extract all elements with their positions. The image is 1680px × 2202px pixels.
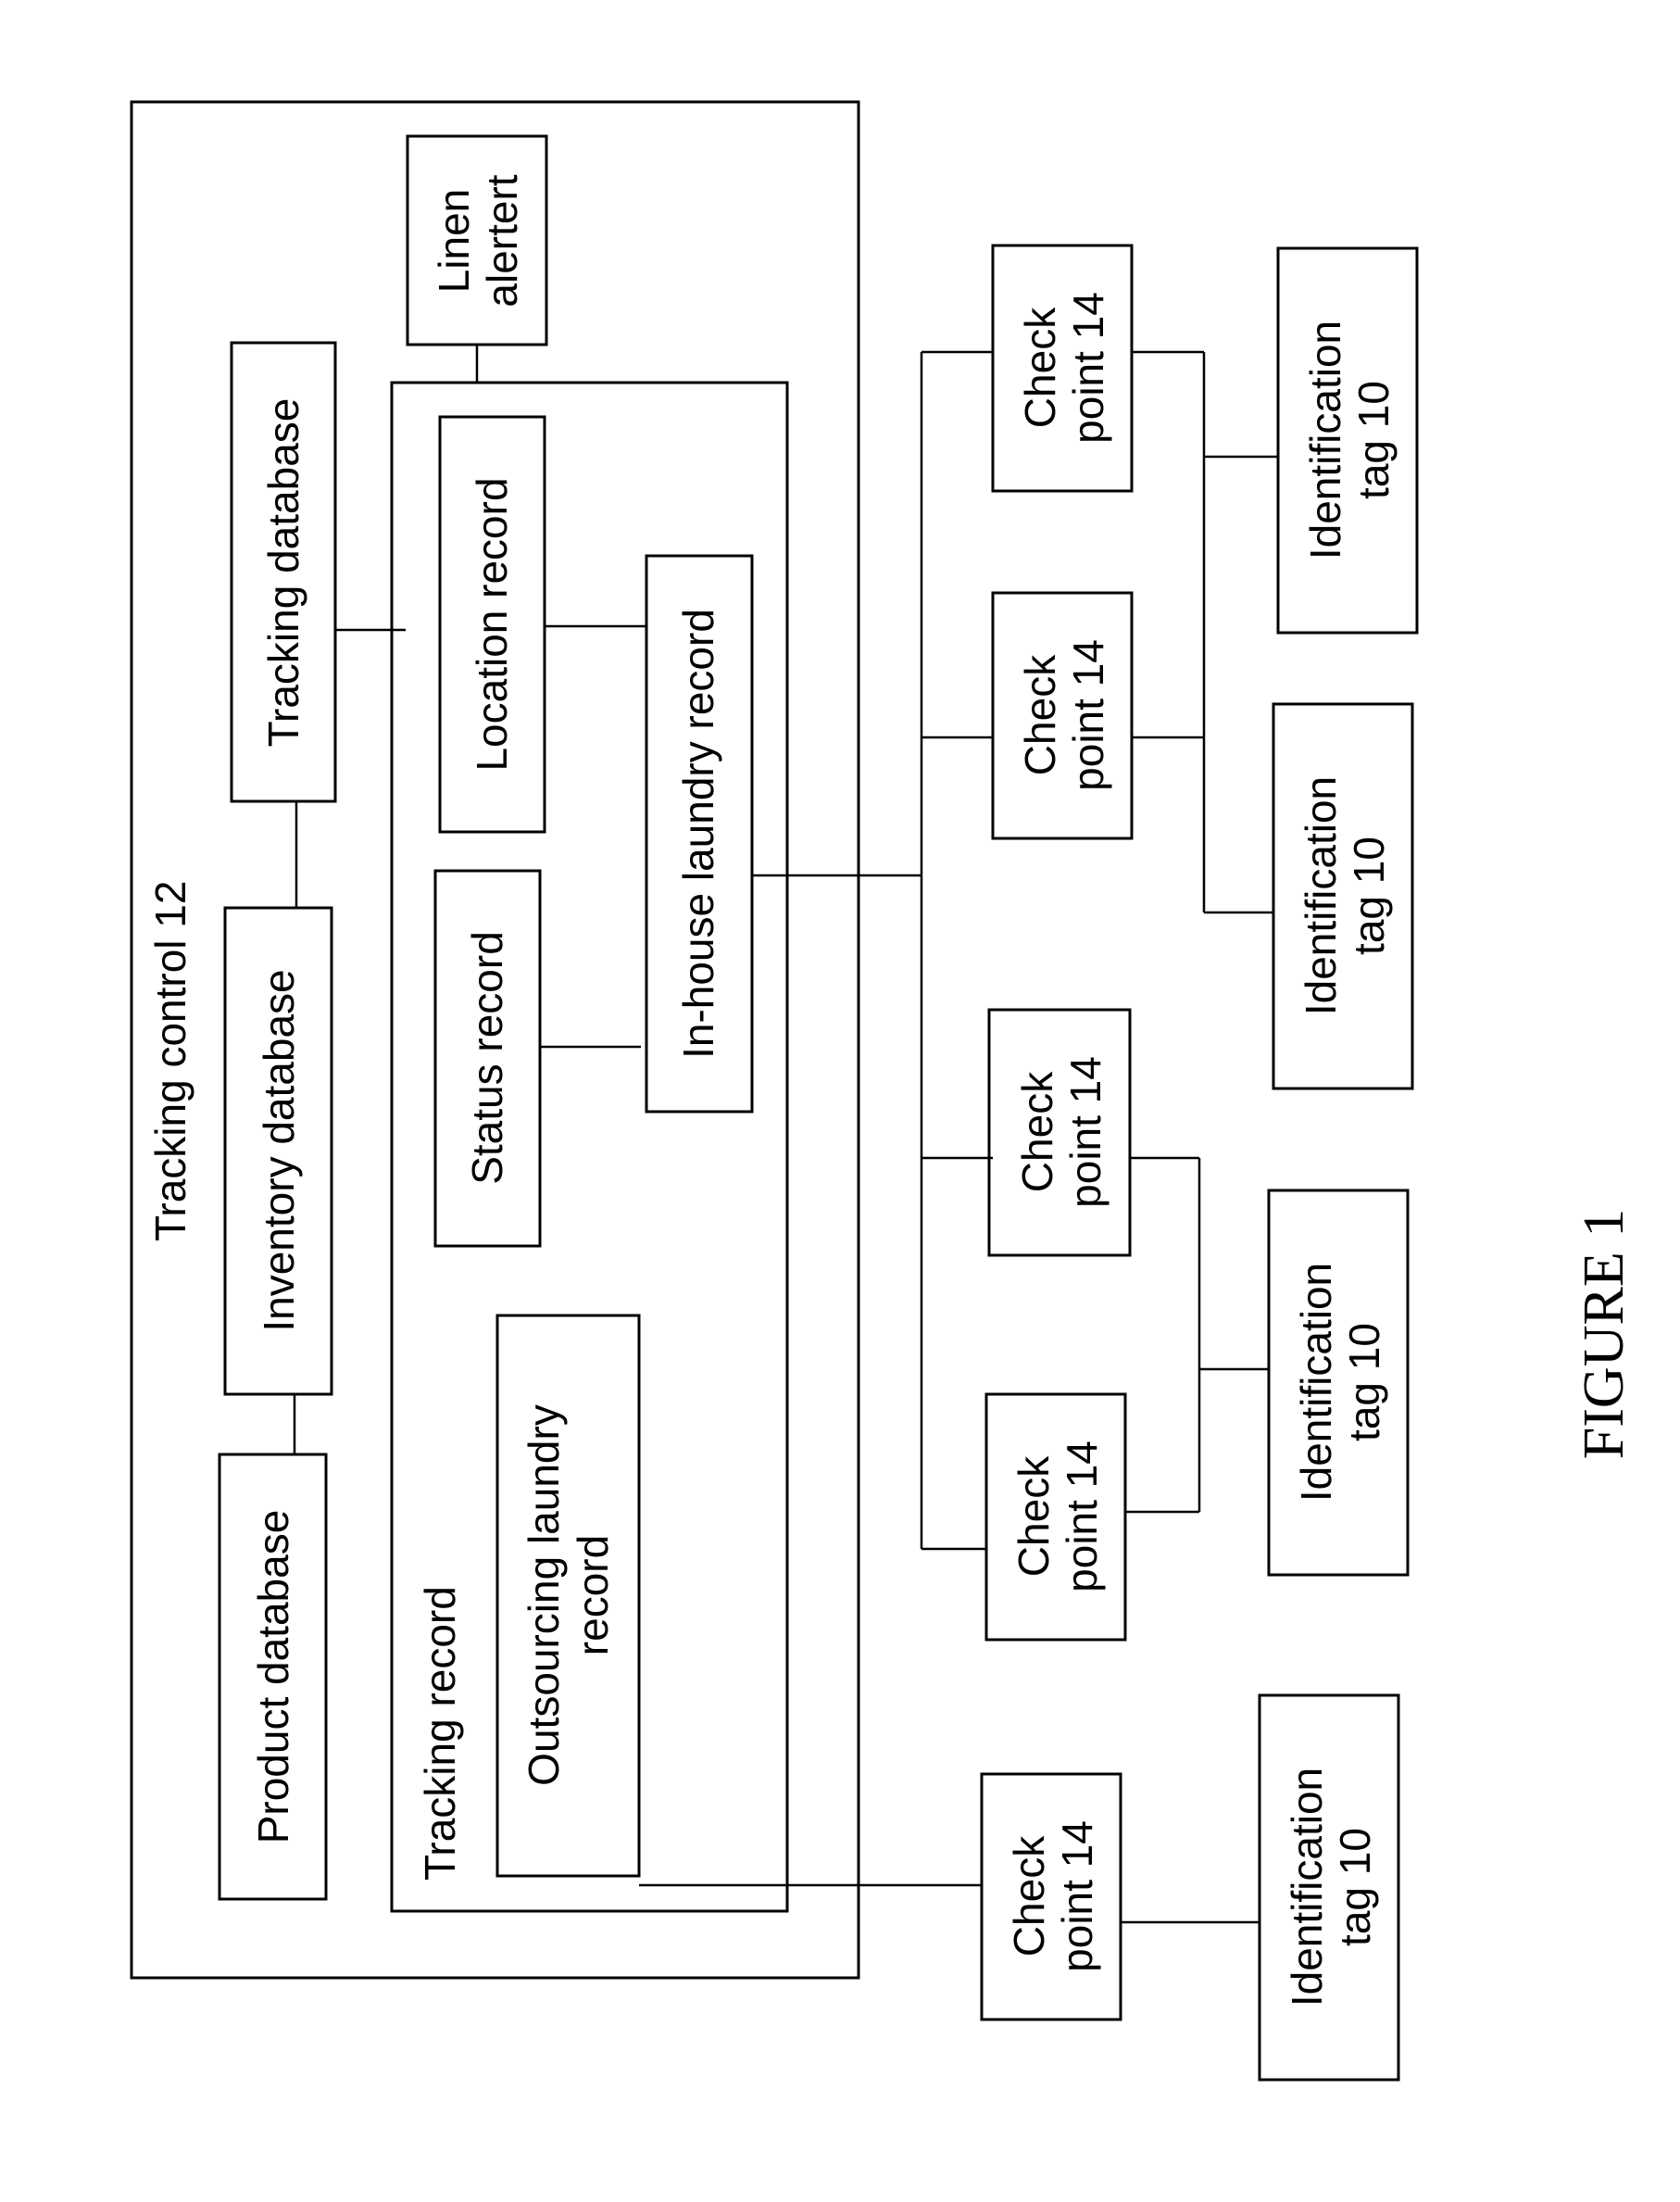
check-point-3-line2: point 14	[1061, 1056, 1110, 1208]
check-point-box-4: Check point 14	[986, 1394, 1125, 1640]
identification-tag-2-line2: tag 10	[1345, 837, 1393, 955]
outsourcing-laundry-record-line2: record	[569, 1535, 617, 1655]
status-record-label: Status record	[463, 931, 511, 1185]
linen-alert-line2: alertert	[478, 174, 526, 307]
identification-tag-1-line2: tag 10	[1349, 381, 1398, 499]
outsourcing-laundry-record-box: Outsourcing laundry record	[497, 1315, 639, 1876]
identification-tag-box-1: Identification tag 10	[1278, 248, 1417, 633]
identification-tag-4-line2: tag 10	[1331, 1828, 1379, 1946]
identification-tag-box-3: Identification tag 10	[1269, 1190, 1408, 1575]
product-database-label: Product database	[249, 1510, 297, 1844]
location-record-label: Location record	[468, 477, 516, 771]
outsourcing-laundry-record-line1: Outsourcing laundry	[520, 1404, 568, 1786]
check-point-4-line1: Check	[1009, 1455, 1058, 1577]
figure-label: FIGURE 1	[1573, 1209, 1636, 1459]
tracking-control-title: Tracking control 12	[146, 881, 194, 1241]
identification-tag-3-line1: Identification	[1292, 1263, 1340, 1502]
product-database-box: Product database	[219, 1454, 326, 1899]
check-point-5-line2: point 14	[1053, 1820, 1101, 1972]
tracking-record-title: Tracking record	[416, 1586, 464, 1881]
check-point-box-2: Check point 14	[993, 593, 1132, 838]
inventory-database-box: Inventory database	[225, 908, 332, 1394]
check-point-1-line2: point 14	[1064, 292, 1112, 444]
identification-tag-1-line1: Identification	[1301, 321, 1349, 560]
tracking-database-label: Tracking database	[259, 398, 307, 748]
identification-tag-box-4: Identification tag 10	[1260, 1695, 1398, 2080]
check-point-1-line1: Check	[1016, 307, 1064, 428]
status-record-box: Status record	[435, 871, 540, 1246]
check-point-3-line1: Check	[1013, 1071, 1061, 1192]
in-house-laundry-record-label: In-house laundry record	[674, 609, 722, 1059]
check-point-box-1: Check point 14	[993, 245, 1132, 491]
check-point-4-line2: point 14	[1058, 1441, 1106, 1592]
identification-tag-3-line2: tag 10	[1340, 1323, 1388, 1441]
linen-alert-box: Linen alertert	[407, 136, 546, 345]
location-record-box: Location record	[440, 417, 545, 832]
check-point-box-5: Check point 14	[982, 1774, 1121, 2020]
check-point-box-3: Check point 14	[989, 1010, 1130, 1255]
check-point-2-line2: point 14	[1064, 639, 1112, 791]
check-point-2-line1: Check	[1016, 654, 1064, 775]
identification-tag-box-2: Identification tag 10	[1273, 704, 1412, 1088]
linen-alert-line1: Linen	[430, 189, 478, 294]
inventory-database-label: Inventory database	[255, 969, 303, 1331]
in-house-laundry-record-box: In-house laundry record	[646, 556, 752, 1112]
check-point-5-line1: Check	[1005, 1835, 1053, 1957]
tracking-database-box: Tracking database	[232, 343, 335, 801]
identification-tag-2-line1: Identification	[1297, 776, 1345, 1015]
identification-tag-4-line1: Identification	[1283, 1768, 1331, 2007]
